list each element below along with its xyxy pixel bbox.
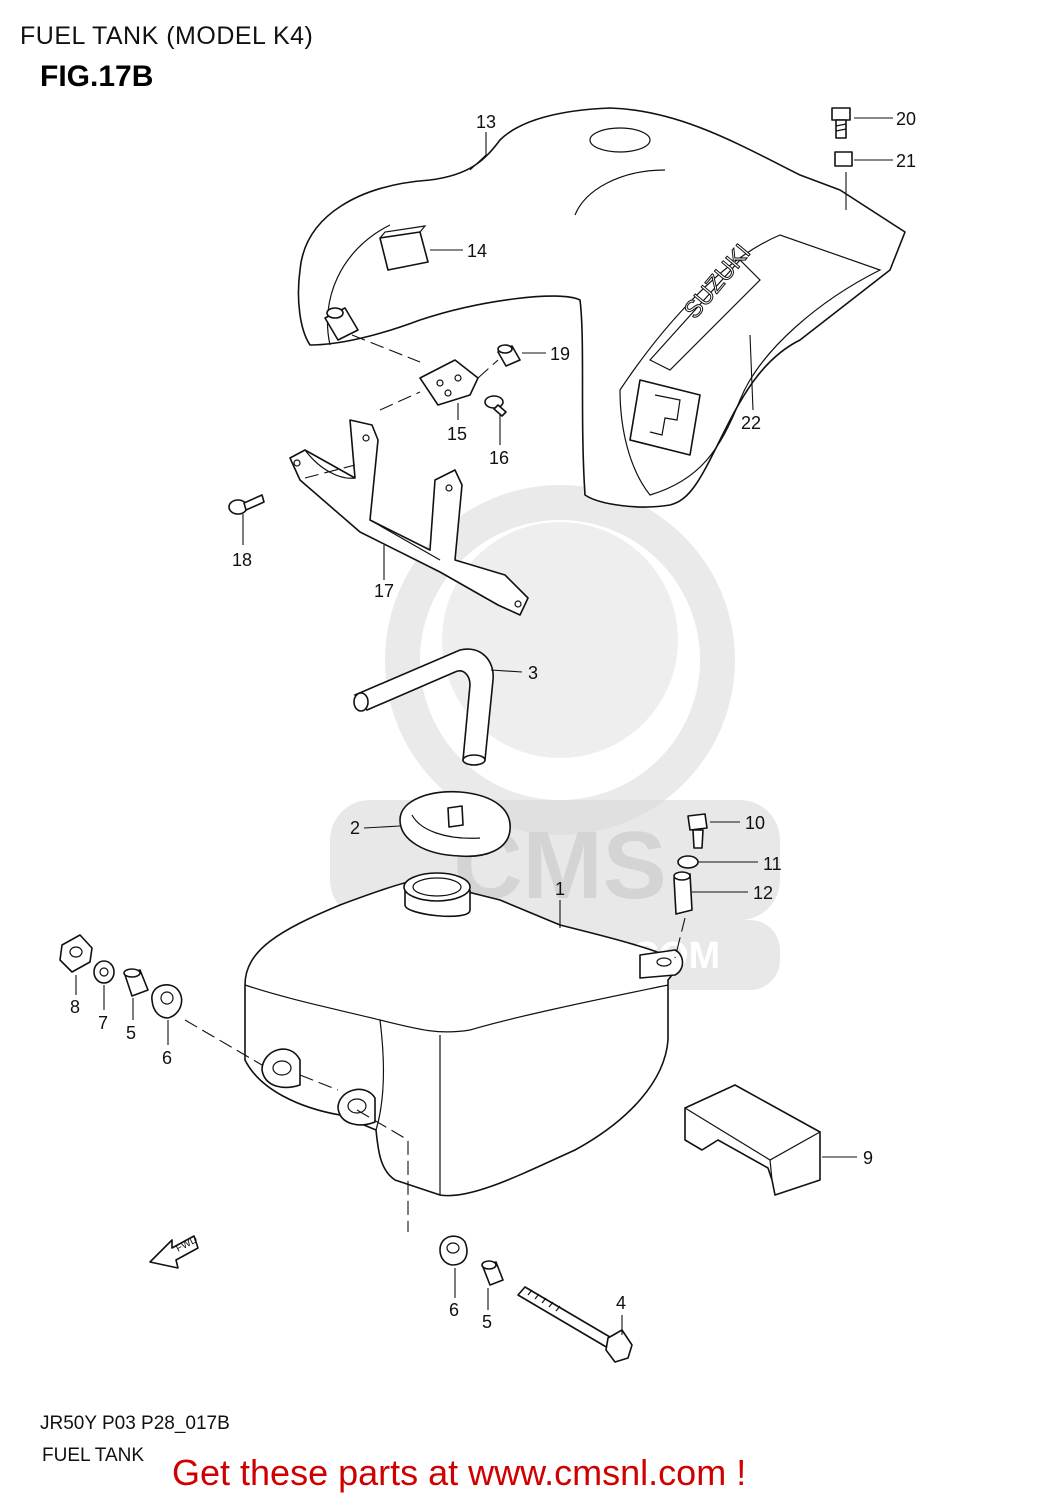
frame-bracket-part-17 [289, 419, 529, 616]
diagram-code: JR50Y P03 P28_017B [40, 1413, 230, 1434]
callout-10: 10 [745, 813, 765, 833]
callout-4: 4 [616, 1293, 626, 1313]
bolt-part-10 [687, 813, 708, 849]
cushion-part-9 [684, 1084, 821, 1196]
callout-labels: 13 20 21 14 19 15 16 22 18 17 3 2 10 11 … [70, 109, 916, 1332]
callout-20: 20 [896, 109, 916, 129]
callout-21: 21 [896, 151, 916, 171]
callout-19: 19 [550, 344, 570, 364]
callout-1: 1 [555, 879, 565, 899]
callout-15: 15 [447, 424, 467, 444]
callout-5-lower: 5 [482, 1312, 492, 1332]
callout-14: 14 [467, 241, 487, 261]
callout-18: 18 [232, 550, 252, 570]
nut-part-21 [834, 151, 853, 167]
fuel-cap-part-2 [399, 790, 511, 858]
grommet-part-6-upper [151, 984, 183, 1019]
diagram-title: FUEL TANK (MODEL K4) [20, 22, 314, 50]
figure-number: FIG.17B [40, 60, 154, 93]
callout-13: 13 [476, 112, 496, 132]
washer-part-11 [677, 855, 699, 869]
callout-11: 11 [763, 854, 782, 874]
spacer-small [324, 307, 359, 341]
callout-3: 3 [528, 663, 538, 683]
washer-part-7 [93, 960, 115, 984]
hose-part-3 [353, 648, 494, 766]
nut-part-8 [59, 934, 93, 973]
bolt-part-20 [831, 107, 851, 139]
collar-part-5-lower [481, 1260, 504, 1286]
callout-leaders [75, 117, 893, 1335]
forward-direction-arrow: FWD [149, 1234, 200, 1269]
callout-6-upper: 6 [162, 1048, 172, 1068]
callout-2: 2 [350, 818, 360, 838]
callout-5-upper: 5 [126, 1023, 136, 1043]
collar-part-5-upper [123, 968, 149, 997]
callout-17: 17 [374, 581, 394, 601]
callout-16: 16 [489, 448, 509, 468]
bracket-part-15 [419, 359, 479, 406]
promo-link-text[interactable]: Get these parts at www.cmsnl.com ! [172, 1452, 747, 1493]
callout-8: 8 [70, 997, 80, 1017]
screw-part-16 [484, 395, 507, 417]
callout-22: 22 [741, 413, 761, 433]
alignment-lines [184, 334, 686, 1232]
screw-part-18 [228, 494, 265, 515]
pad-part-14 [379, 225, 429, 271]
grommet-part-19 [497, 344, 521, 367]
fuel-tank-part-1 [244, 872, 684, 1197]
callout-9: 9 [863, 1148, 873, 1168]
collar-part-12 [673, 871, 693, 915]
diagram-name: FUEL TANK [42, 1445, 145, 1466]
body-cover-part-13: SUZUKI [297, 107, 906, 508]
callout-6-lower: 6 [449, 1300, 459, 1320]
callout-12: 12 [753, 883, 773, 903]
grommet-part-6-lower [439, 1235, 468, 1266]
callout-7: 7 [98, 1013, 108, 1033]
bolt-part-4 [517, 1286, 633, 1363]
